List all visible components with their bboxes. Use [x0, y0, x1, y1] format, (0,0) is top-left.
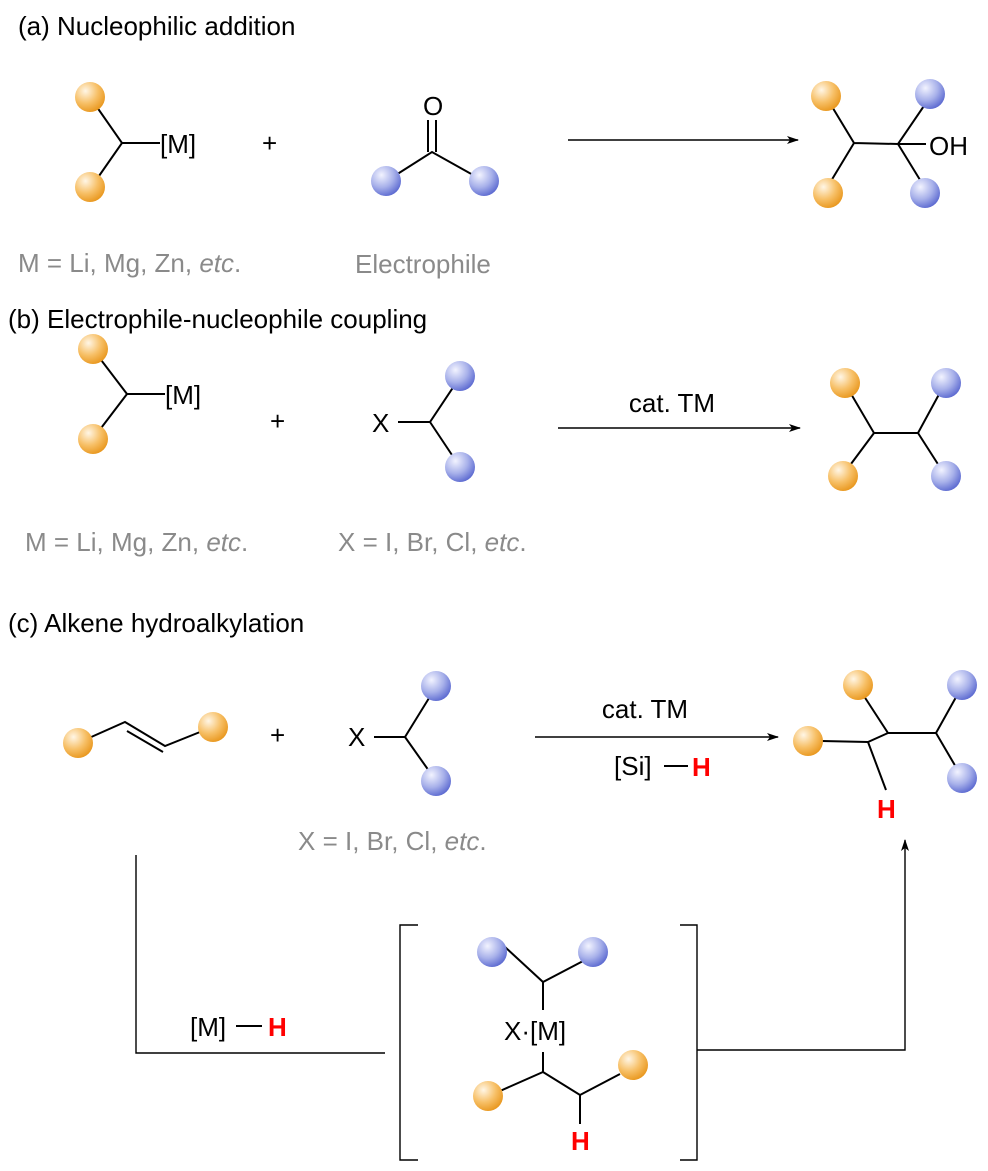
hydrogen-label: H	[268, 1012, 287, 1042]
nucleophile-sphere	[828, 461, 858, 491]
electrophile-sphere	[910, 178, 940, 208]
electrophile-sphere	[421, 766, 451, 796]
nucleophile-a: [M]	[75, 82, 196, 202]
nucleophile-b: [M]	[78, 334, 201, 454]
electrophile-sphere	[578, 937, 608, 967]
electrophile-sphere	[931, 368, 961, 398]
hydrogen-label: H	[692, 752, 711, 782]
metal-label: [M]	[165, 380, 201, 410]
plus-sign: +	[262, 128, 277, 158]
hydroalkylation-product: H	[793, 670, 977, 824]
plus-sign: +	[270, 406, 285, 436]
intermediate-metal-label: X·[M]	[504, 1016, 566, 1046]
alkene	[63, 712, 228, 758]
intermediate: X·[M] H	[473, 937, 648, 1156]
electrophile-sphere	[469, 166, 499, 196]
nucleophile-sphere	[811, 81, 841, 111]
halide-label: X	[348, 722, 365, 752]
nucleophile-sphere	[75, 82, 105, 112]
metal-hydride-label: [M]	[190, 1012, 226, 1042]
electrophile-label: Electrophile	[355, 249, 491, 279]
silane-label: [Si]	[614, 751, 652, 781]
electrophile-sphere	[947, 763, 977, 793]
nucleophile-sphere	[473, 1081, 503, 1111]
electrophile-sphere	[445, 452, 475, 482]
alkyl-halide-b: X	[372, 361, 475, 482]
panel-a-title: (a) Nucleophilic addition	[18, 11, 295, 41]
metal-label: [M]	[160, 129, 196, 159]
carbonyl-electrophile: O	[371, 91, 499, 196]
hydrogen-label: H	[571, 1126, 590, 1156]
nucleophile-sphere	[75, 172, 105, 202]
metal-note: M = Li, Mg, Zn, etc.	[18, 248, 241, 278]
halide-label: X	[372, 408, 389, 438]
hydroxyl-label: OH	[929, 131, 968, 161]
silane-reagent: [Si] H	[614, 751, 711, 782]
nucleophile-sphere	[830, 368, 860, 398]
oxygen-label: O	[423, 91, 443, 121]
halide-note: X = I, Br, Cl, etc.	[338, 527, 527, 557]
nucleophile-sphere	[63, 728, 93, 758]
electrophile-sphere	[931, 461, 961, 491]
electrophile-sphere	[477, 937, 507, 967]
right-bracket	[680, 924, 698, 1161]
alcohol-product: OH	[811, 79, 968, 208]
electrophile-sphere	[371, 166, 401, 196]
nucleophile-sphere	[78, 424, 108, 454]
electrophile-sphere	[915, 79, 945, 109]
metal-note: M = Li, Mg, Zn, etc.	[25, 527, 248, 557]
alkyl-halide-c: X	[348, 671, 451, 796]
electrophile-sphere	[947, 670, 977, 700]
nucleophile-sphere	[843, 670, 873, 700]
metal-hydride: [M] H	[190, 1012, 287, 1042]
halide-note: X = I, Br, Cl, etc.	[298, 826, 487, 856]
left-bracket	[399, 924, 418, 1161]
nucleophile-sphere	[793, 726, 823, 756]
mechanism-path-out	[697, 839, 909, 1051]
nucleophile-sphere	[618, 1050, 648, 1080]
catalyst-label: cat. TM	[602, 694, 688, 724]
nucleophile-sphere	[813, 178, 843, 208]
nucleophile-sphere	[198, 712, 228, 742]
hydrogen-label: H	[877, 794, 896, 824]
catalyst-label: cat. TM	[629, 388, 715, 418]
electrophile-sphere	[421, 671, 451, 701]
panel-c-title: (c) Alkene hydroalkylation	[8, 608, 304, 638]
panel-b-title: (b) Electrophile-nucleophile coupling	[8, 304, 427, 334]
coupling-product	[828, 368, 961, 491]
mechanism-path-in	[135, 855, 385, 1054]
nucleophile-sphere	[78, 334, 108, 364]
electrophile-sphere	[445, 361, 475, 391]
plus-sign: +	[270, 720, 285, 750]
